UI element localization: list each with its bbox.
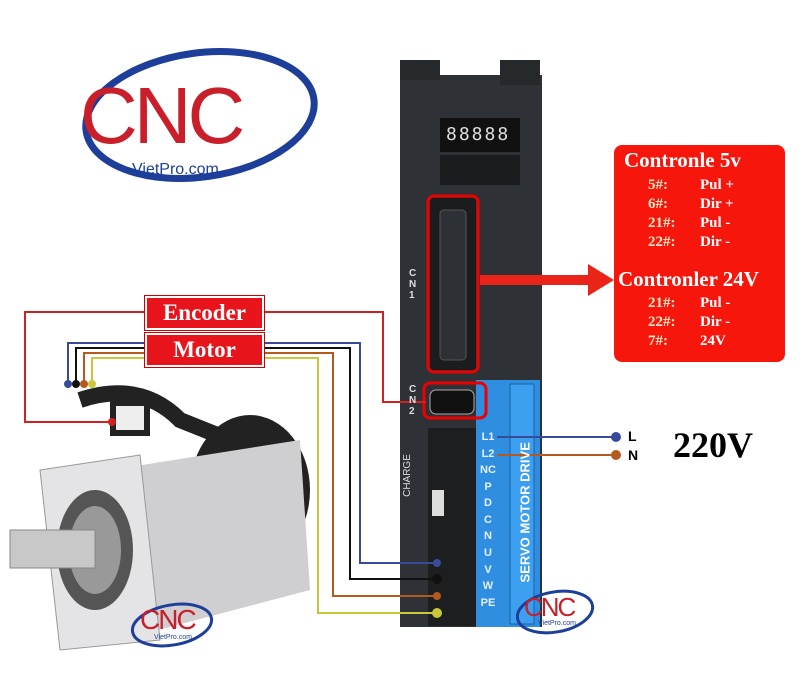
servo-drive [400,60,542,627]
terminal-nc: NC [480,464,496,476]
motor-wire-black [75,347,437,580]
terminal-d: D [484,497,492,509]
pin-signal: Dir - [700,234,731,250]
motor-wire-blue [67,342,437,564]
pin-row: 21#: Pul - [648,215,730,232]
pin-signal: Pul - [700,295,731,311]
cn2-label: CN2 [409,384,417,417]
pin-number: 22#: [648,314,676,330]
terminal-w: W [482,580,494,592]
logo-small-drive: CNC VietPro.com [524,594,576,628]
logo-main: CNC VietPro.com [80,71,245,178]
motor-wire-yellow [91,357,437,614]
terminal-pe: PE [480,597,496,609]
charge-label: CHARGE [401,454,413,497]
motor-label: Motor [145,333,264,367]
cn1-label: CN1 [409,268,417,301]
pin-signal: 24V [700,333,726,349]
logo-small-rings [130,589,595,648]
pin-row: 6#: Dir + [648,196,734,213]
pin-signal: Pul - [700,215,731,231]
panel-title-5v: Contronle 5v [624,148,741,172]
drive-brand: SERVO MOTOR DRIVE [517,442,533,583]
terminal-p: P [484,481,492,493]
logo-main-ring [82,48,318,182]
logo-small-subtext: VietPro.com [538,620,576,627]
voltage-label: 220V [673,425,753,465]
logo-small-subtext: VietPro.com [154,634,192,641]
wire-dots [64,380,621,618]
pin-number: 21#: [648,215,676,231]
power-n-label: N [628,447,639,463]
pin-number: 21#: [648,295,676,311]
pin-number: 22#: [648,234,676,250]
terminal-n: N [484,530,492,542]
drive-display: 88888 [446,124,511,145]
terminal-l1: L1 [481,431,495,443]
pin-number: 5#: [648,177,668,193]
pin-row: 22#: Dir - [648,234,730,251]
control-pinout-panel: Contronle 5v 5#: Pul + 6#: Dir + 21#: Pul -… [614,145,785,362]
logo-small-text: CNC [140,604,197,635]
pin-signal: Dir + [700,196,734,212]
pin-signal: Dir - [700,314,731,330]
arrow-to-panel [480,264,614,296]
pin-row: 5#: Pul + [648,177,734,194]
terminal-l2: L2 [481,448,495,460]
pin-number: 7#: [648,333,668,349]
terminal-c: C [484,514,492,526]
logo-small-motor: CNC VietPro.com [140,604,197,642]
panel-title-24v: Contronler 24V [618,267,759,291]
pin-signal: Pul + [700,177,734,193]
encoder-label: Encoder [145,296,264,330]
logo-small-text: CNC [524,592,576,622]
terminal-v: V [484,564,492,576]
motor-wire-brown [83,352,437,597]
servo-motor [9,385,310,651]
logo-main-text: CNC [80,71,245,160]
logo-main-subtext: VietPro.com [132,161,219,178]
terminal-u: U [484,547,492,559]
pin-row: 22#: Dir - [648,314,730,331]
power-l-label: L [628,428,637,444]
pin-row: 21#: Pul - [648,295,730,312]
pin-row: 7#: 24V [648,333,726,350]
pin-number: 6#: [648,196,668,212]
